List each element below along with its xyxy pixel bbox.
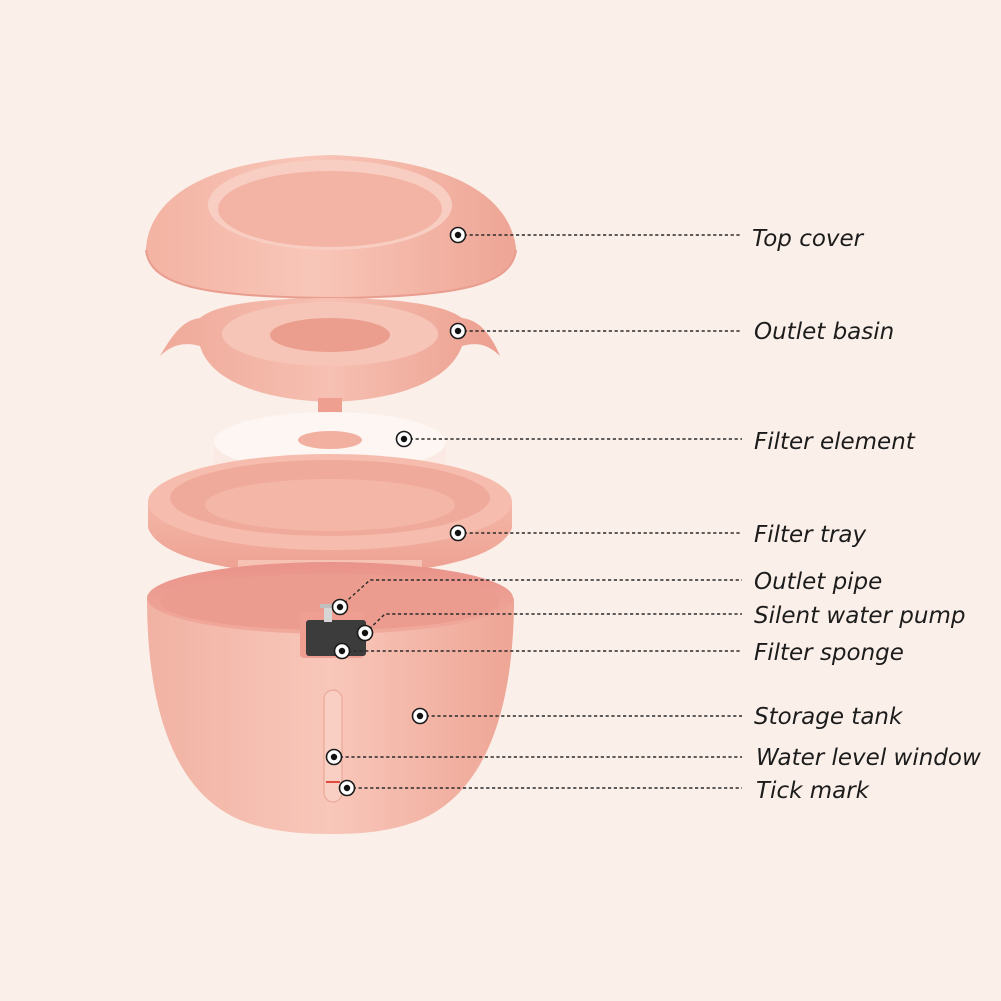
callout-outlet-basin: Outlet basin (449, 319, 894, 345)
label-filter-tray: Filter tray (754, 522, 867, 548)
callout-outlet-pipe: Outlet pipe (331, 569, 882, 616)
callout-storage-tank: Storage tank (411, 704, 904, 730)
top-cover-part (145, 155, 517, 300)
label-water-level-window: Water level window (756, 745, 981, 771)
callout-water-level-window: Water level window (325, 745, 981, 771)
callout-top-cover: Top cover (449, 226, 865, 252)
label-outlet-pipe: Outlet pipe (754, 569, 882, 595)
callout-filter-sponge: Filter sponge (333, 640, 904, 666)
callout-silent-water-pump: Silent water pump (356, 603, 965, 642)
water-level-window-part (323, 689, 343, 803)
label-top-cover: Top cover (752, 226, 865, 252)
outlet-pipe-stem (324, 606, 332, 622)
label-filter-sponge: Filter sponge (754, 640, 904, 666)
label-filter-element: Filter element (754, 429, 916, 455)
outlet-basin-part (160, 298, 500, 440)
label-outlet-basin: Outlet basin (754, 319, 894, 345)
label-storage-tank: Storage tank (754, 704, 904, 730)
label-tick-mark: Tick mark (756, 778, 871, 804)
label-silent-water-pump: Silent water pump (754, 603, 965, 629)
pump-body (306, 620, 366, 656)
callout-filter-tray: Filter tray (449, 522, 867, 548)
callout-filter-element: Filter element (395, 429, 916, 455)
callout-tick-mark: Tick mark (338, 778, 871, 804)
storage-tank-part (147, 562, 514, 834)
